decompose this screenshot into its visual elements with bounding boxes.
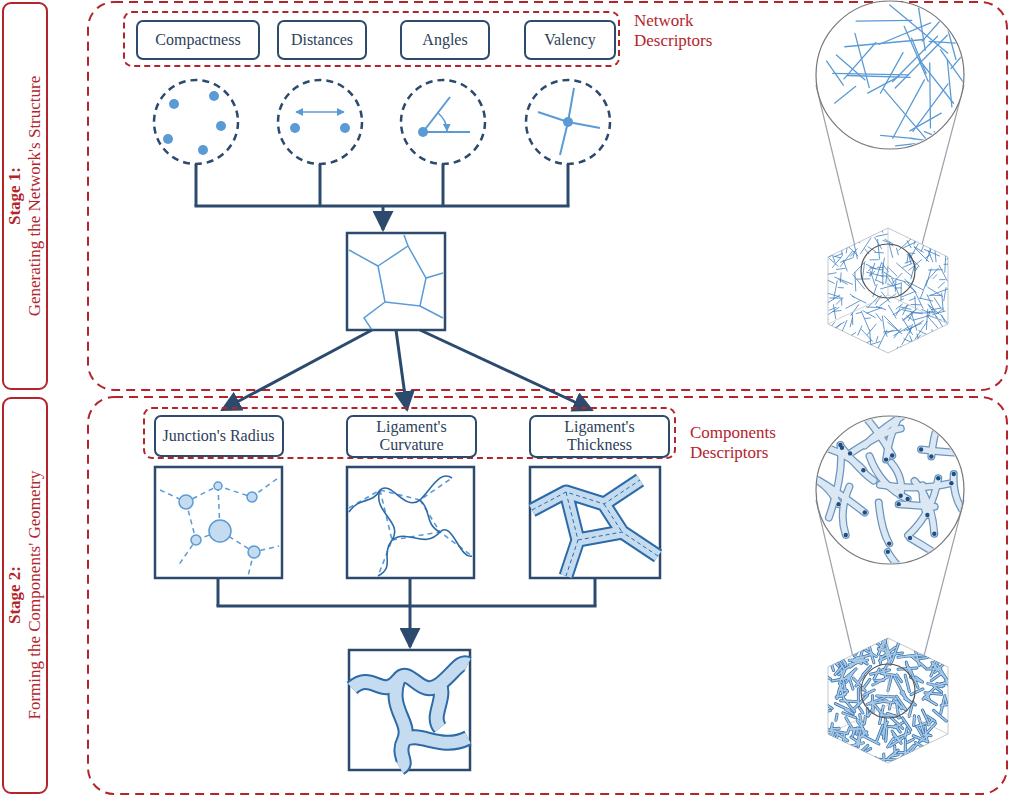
valency-icon [538, 88, 600, 155]
magnifier-lines [816, 85, 964, 691]
box-label: Ligament's Curvature [348, 418, 475, 455]
cube-render [828, 228, 948, 353]
cube-render [828, 638, 948, 763]
descriptor-box: Compactness [136, 20, 260, 60]
descriptor-group: Network DescriptorsCompactnessDistancesA… [123, 11, 620, 67]
stage-number: Stage 1: [4, 166, 24, 224]
stage-label: Stage 2:Forming the Components' Geometry [2, 397, 48, 794]
curvature-sketch [349, 476, 472, 576]
network-sketch [349, 235, 443, 330]
network-box [347, 233, 445, 330]
stage-region [88, 397, 1007, 794]
geometry-zoom [786, 387, 994, 624]
stage-title: Forming the Components' Geometry [25, 470, 45, 719]
box-label: Compactness [151, 31, 244, 49]
stage-label: Stage 1:Generating the Network's Structu… [2, 2, 48, 390]
group-heading: Components Descriptors [690, 423, 808, 464]
descriptor-box: Junction's Radius [154, 415, 284, 457]
group-heading: Network Descriptors [634, 11, 752, 52]
network-zoom [786, 0, 1011, 177]
descriptor-box: Distances [277, 20, 367, 60]
flow-lines [217, 578, 597, 647]
zoom-circle [861, 664, 915, 718]
network-render [810, 214, 954, 366]
box-label: Valency [540, 31, 600, 49]
descriptor-group: Components DescriptorsJunction's RadiusL… [143, 407, 676, 459]
stage-title: Generating the Network's Structure [25, 75, 45, 316]
geometry-render [815, 627, 960, 767]
zoom-view [816, 1, 964, 149]
compactness-icon [163, 91, 226, 155]
descriptor-box: Angles [400, 20, 490, 60]
descriptor-box: Ligament's Curvature [346, 415, 477, 458]
distances-icon [290, 112, 350, 133]
box-label: Ligament's Thickness [531, 418, 668, 455]
flow-lines [222, 330, 592, 410]
box-label: Distances [287, 31, 357, 49]
zoom-circle [861, 244, 915, 298]
icon-circles [154, 80, 610, 164]
angles-icon [418, 97, 470, 137]
stage-region [88, 2, 1007, 390]
thickness-sketch [532, 480, 658, 576]
stage-number: Stage 2: [4, 566, 24, 624]
descriptor-box: Valency [524, 20, 616, 60]
descriptor-box: Ligament's Thickness [529, 415, 670, 458]
flow-lines [195, 164, 570, 230]
box-label: Angles [418, 31, 471, 49]
component-squares [155, 467, 660, 770]
final-geometry-sketch [352, 663, 468, 768]
junction-sketch [160, 478, 279, 576]
box-label: Junction's Radius [159, 427, 279, 445]
